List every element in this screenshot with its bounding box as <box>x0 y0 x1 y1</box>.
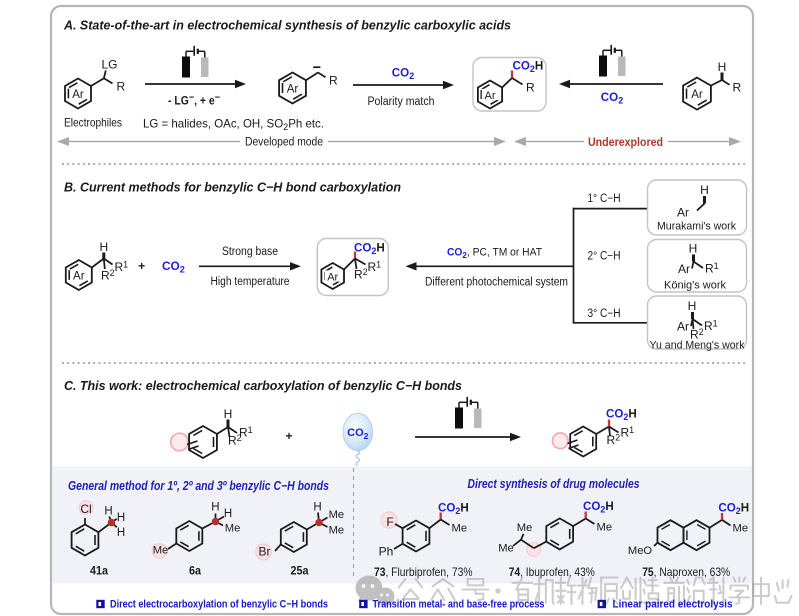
svg-text:Br: Br <box>259 545 271 559</box>
svg-text:C. This work: electrochemical: C. This work: electrochemical carboxylat… <box>64 378 462 393</box>
svg-text:Direct electrocarboxylation of: Direct electrocarboxylation of benzylic … <box>110 599 328 611</box>
svg-text:CO2H: CO2H <box>438 502 469 517</box>
svg-text:Me: Me <box>452 523 468 535</box>
svg-text:Me: Me <box>517 522 533 534</box>
svg-text:Developed mode: Developed mode <box>245 137 323 149</box>
svg-text:R: R <box>117 80 126 94</box>
svg-text:CO2H: CO2H <box>718 502 749 517</box>
svg-text:H: H <box>313 502 321 514</box>
svg-text:Me: Me <box>329 524 345 536</box>
svg-text:F: F <box>386 515 393 529</box>
svg-text:H: H <box>117 527 125 539</box>
svg-text:A. State-of-the-art in electro: A. State-of-the-art in electrochemical s… <box>63 18 511 33</box>
svg-text:Me: Me <box>329 509 345 521</box>
svg-text:Ar: Ar <box>678 262 690 276</box>
svg-text:- LG−, + e−: - LG−, + e− <box>168 93 220 108</box>
svg-text:Ph: Ph <box>379 545 394 559</box>
svg-text:Ar: Ar <box>485 90 496 102</box>
svg-text:H: H <box>117 512 125 524</box>
svg-text:Cl: Cl <box>80 502 91 516</box>
svg-text:CO2H: CO2H <box>513 60 544 75</box>
svg-text:R: R <box>329 74 338 88</box>
svg-text:Me: Me <box>733 523 749 535</box>
svg-text:73, Flurbiprofen, 73%: 73, Flurbiprofen, 73% <box>374 565 473 579</box>
svg-text:Strong base: Strong base <box>222 246 278 258</box>
svg-text:CO2: CO2 <box>162 259 185 275</box>
svg-text:König's work: König's work <box>664 280 726 292</box>
svg-text:+: + <box>285 429 292 443</box>
svg-text:3° C−H: 3° C−H <box>588 308 621 320</box>
svg-text:Ar: Ar <box>691 89 703 101</box>
svg-text:Different photochemical system: Different photochemical system <box>425 277 568 289</box>
svg-text:+: + <box>138 259 145 273</box>
svg-text:Underexplored: Underexplored <box>588 135 663 149</box>
svg-text:25a: 25a <box>291 564 309 578</box>
svg-text:Ar: Ar <box>73 270 85 282</box>
svg-text:Me: Me <box>498 543 514 555</box>
svg-text:Linear paired electrolysis: Linear paired electrolysis <box>613 599 733 611</box>
svg-text:CO2H: CO2H <box>606 408 637 423</box>
svg-text:6a: 6a <box>189 564 201 578</box>
svg-text:Direct synthesis of drug molec: Direct synthesis of drug molecules <box>468 477 640 491</box>
svg-text:Transition metal- and base-fre: Transition metal- and base-free process <box>373 599 545 611</box>
svg-text:H: H <box>700 183 709 197</box>
svg-text:CO2: CO2 <box>392 67 414 82</box>
svg-text:CO2, PC, TM or HAT: CO2, PC, TM or HAT <box>447 247 542 260</box>
svg-text:Ar: Ar <box>72 89 84 101</box>
svg-text:H: H <box>99 240 108 254</box>
svg-text:Me: Me <box>597 522 613 534</box>
svg-text:H: H <box>224 407 233 421</box>
svg-text:CO2H: CO2H <box>354 242 385 257</box>
svg-text:H: H <box>689 242 698 256</box>
svg-text:Ar: Ar <box>677 320 689 334</box>
svg-text:General method for 1º, 2º and: General method for 1º, 2º and 3º benzyli… <box>68 479 329 493</box>
svg-text:H: H <box>224 508 232 520</box>
svg-text:B. Current methods for benzyli: B. Current methods for benzylic C−H bond… <box>64 180 401 195</box>
svg-text:R: R <box>733 81 742 95</box>
svg-text:Ar: Ar <box>287 83 299 95</box>
svg-text:Ar: Ar <box>677 206 689 220</box>
svg-text:High temperature: High temperature <box>211 276 290 288</box>
svg-text:LG: LG <box>101 58 117 72</box>
svg-text:Yu and Meng's work: Yu and Meng's work <box>650 340 745 352</box>
svg-text:Polarity match: Polarity match <box>368 96 435 108</box>
svg-text:LG = halides, OAc, OH, SO2Ph e: LG = halides, OAc, OH, SO2Ph etc. <box>143 117 324 134</box>
svg-text:CO2H: CO2H <box>583 500 614 515</box>
svg-text:MeO: MeO <box>628 545 653 557</box>
svg-text:CO2: CO2 <box>601 91 623 106</box>
svg-text:Me: Me <box>153 545 169 557</box>
svg-text:Ar: Ar <box>327 271 338 283</box>
svg-text:H: H <box>211 502 219 514</box>
svg-text:Murakami's work: Murakami's work <box>657 221 736 233</box>
svg-text:41a: 41a <box>90 564 108 578</box>
svg-text:74, Ibuprofen, 43%: 74, Ibuprofen, 43% <box>509 565 595 579</box>
svg-text:R: R <box>526 81 535 95</box>
svg-text:Electrophiles: Electrophiles <box>64 116 122 130</box>
svg-text:H: H <box>718 60 727 74</box>
svg-text:2° C−H: 2° C−H <box>588 251 621 263</box>
svg-text:H: H <box>688 299 697 313</box>
svg-text:75, Naproxen, 63%: 75, Naproxen, 63% <box>642 565 730 579</box>
svg-text:CO2: CO2 <box>347 427 369 441</box>
svg-text:Me: Me <box>225 523 241 535</box>
svg-text:H: H <box>104 506 112 518</box>
svg-text:1° C−H: 1° C−H <box>588 193 621 205</box>
